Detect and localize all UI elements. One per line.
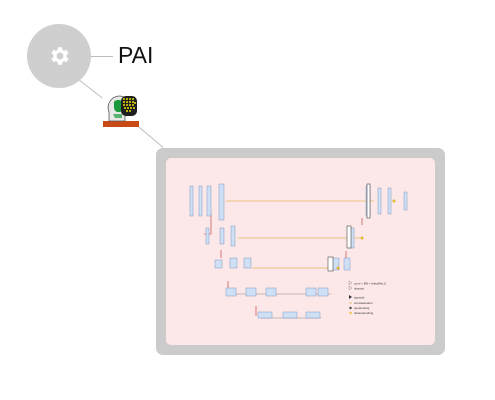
legend-item-sigmoid: sigmoid (354, 296, 365, 300)
unet-architecture-diagram: conv + BN + leakyReLU dropout sigmoid co… (189, 183, 408, 319)
gear-icon (51, 47, 69, 65)
brain-head-icon[interactable] (101, 92, 141, 132)
connector-root-child (79, 80, 103, 99)
connector-root-label (91, 56, 113, 57)
diagram-legend: conv + BN + leakyReLU dropout sigmoid co… (348, 280, 386, 315)
preview-card[interactable]: conv + BN + leakyReLU dropout sigmoid co… (156, 148, 445, 355)
legend-item-dropout: dropout (354, 287, 364, 291)
preview-canvas: conv + BN + leakyReLU dropout sigmoid co… (166, 158, 435, 345)
legend-item-upsampling: upsampling (354, 306, 370, 310)
root-node[interactable] (27, 24, 91, 88)
legend-item-concatenation: concatenation (354, 301, 373, 305)
legend-item-conv: conv + BN + leakyReLU (354, 282, 386, 286)
legend-item-downsampling: downsampling (354, 311, 374, 315)
root-label: PAI (118, 42, 154, 68)
